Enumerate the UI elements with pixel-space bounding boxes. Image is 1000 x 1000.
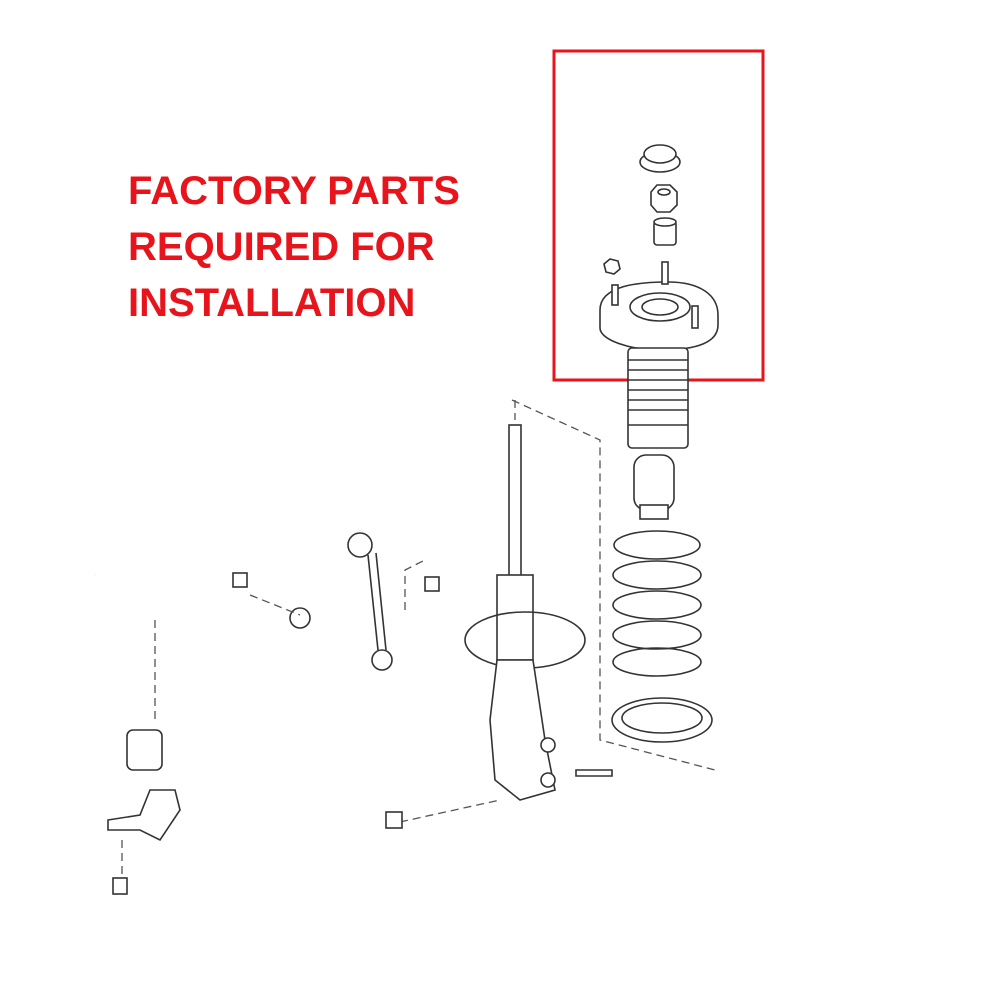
strut-bolt [575, 769, 613, 777]
notice-line-2: REQUIRED FOR [128, 225, 435, 269]
collar [653, 217, 677, 246]
lock-nut [650, 184, 678, 213]
stabilizer-bushing [126, 729, 163, 771]
mount-nut [603, 258, 621, 275]
strut-assembly [464, 424, 586, 801]
strut-nut [385, 811, 403, 829]
bushing-bracket [107, 789, 181, 842]
stabilizer-bar [93, 571, 311, 709]
coil-spring [612, 530, 702, 677]
dust-boot [627, 347, 689, 449]
dust-cap [639, 144, 681, 173]
spring-seat [611, 697, 713, 743]
upper-strut-mount [599, 261, 719, 351]
notice-line-3: INSTALLATION [128, 281, 416, 325]
stabilizer-link [347, 532, 440, 671]
notice-line-1: FACTORY PARTS [128, 169, 460, 213]
factory-parts-notice: FACTORY PARTS REQUIRED FOR INSTALLATION [128, 163, 460, 331]
bracket-bolt [112, 877, 128, 895]
bump-stop [633, 454, 675, 520]
